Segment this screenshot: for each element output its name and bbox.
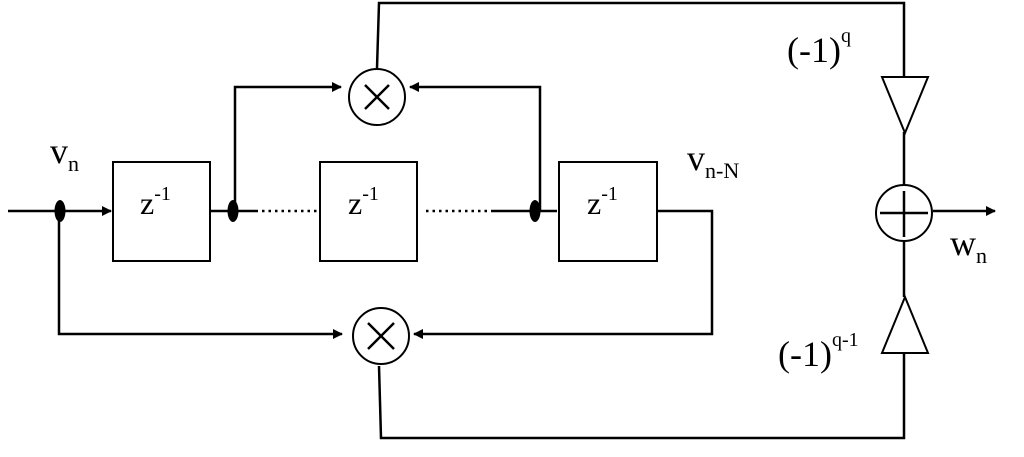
delay-1-exp: -1 bbox=[154, 183, 171, 205]
plus-icon bbox=[875, 184, 933, 242]
svg-text:z-1: z-1 bbox=[140, 183, 171, 221]
multiply-icon bbox=[348, 68, 406, 126]
delay-3-exp: -1 bbox=[601, 183, 618, 205]
junction-node-2 bbox=[227, 200, 239, 222]
delay-2-exp: -1 bbox=[362, 183, 379, 205]
wire-bottom-mult-to-gain bbox=[377, 354, 906, 440]
svg-text:z-1: z-1 bbox=[587, 183, 618, 221]
delay-1-base: z bbox=[140, 185, 154, 221]
junction-node-input bbox=[54, 200, 66, 222]
gain-amplifier-top bbox=[880, 76, 930, 136]
label-input: vn bbox=[50, 131, 79, 176]
wire-top-mult-to-gain bbox=[375, 1, 906, 76]
label-gain-bottom: (-1)q-1 bbox=[778, 329, 859, 374]
signal-wires bbox=[8, 1, 996, 440]
gain-amplifier-bottom bbox=[880, 294, 930, 354]
junction-node-3 bbox=[529, 200, 541, 222]
wire-tap-to-top-mult bbox=[409, 82, 542, 211]
wire-input-to-bottom-mult bbox=[57, 211, 343, 339]
delay-block-3: z-1 bbox=[558, 161, 658, 262]
svg-text:z-1: z-1 bbox=[348, 183, 379, 221]
label-tap: vn-N bbox=[687, 138, 739, 183]
label-output: wn bbox=[950, 223, 987, 268]
multiply-icon bbox=[352, 307, 410, 365]
wire-tap-to-bottom-mult bbox=[413, 209, 714, 339]
delay-2-base: z bbox=[348, 185, 362, 221]
delay-block-2: z-1 bbox=[319, 161, 418, 262]
label-gain-top: (-1)q bbox=[787, 25, 851, 70]
wire-node-to-top-mult bbox=[233, 82, 342, 211]
delay-3-base: z bbox=[587, 185, 601, 221]
delay-block-1: z-1 bbox=[112, 161, 211, 262]
